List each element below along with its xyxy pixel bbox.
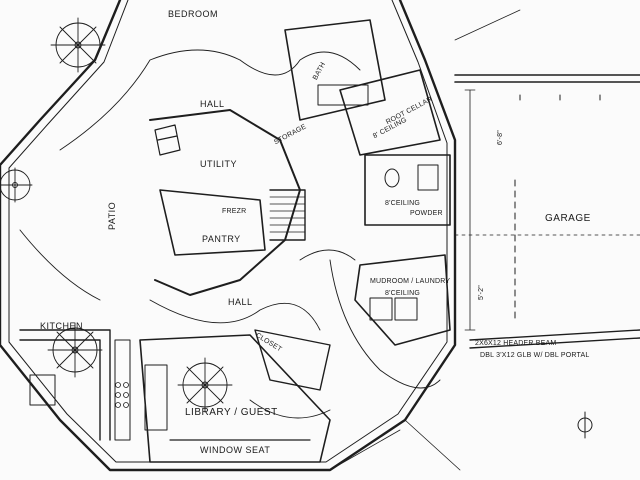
north-arrow-symbol (577, 411, 593, 439)
wiring-arc-5 (19, 229, 101, 301)
wiring-arc-2 (239, 51, 361, 76)
bathtub (317, 84, 369, 106)
closet-wall (254, 329, 331, 391)
utility-wall (149, 109, 301, 296)
room-label-freezer: FREZR (222, 208, 247, 215)
light-fixture-hall (0, 167, 33, 203)
light-fixture-kitchen (47, 322, 103, 378)
library-wall (139, 334, 331, 463)
room-label-patio: PATIO (107, 201, 117, 230)
room-label-mudroom: MUDROOM / LAUNDRY (370, 278, 451, 285)
kitchen-range (29, 374, 56, 406)
cellar-wall (339, 69, 441, 156)
room-label-hall-upper: HALL (200, 99, 225, 109)
wiring-arc-1 (59, 49, 241, 151)
room-label-big-ceiling: 8'CEILING (385, 200, 421, 207)
exterior-wall-octagon (0, 0, 457, 472)
light-fixture-patio (50, 17, 106, 73)
wiring-arc-7 (249, 399, 331, 419)
garage-slab-edge (469, 329, 640, 349)
toilet (384, 168, 400, 188)
chimney-hatch (154, 124, 181, 156)
room-label-mudroom-ceiling: 8'CEILING (385, 290, 421, 297)
light-fixture-library (177, 357, 233, 413)
note-header-beam: 2x6x12 HEADER BEAM (475, 340, 557, 347)
dim-line-bottom (329, 419, 461, 471)
room-label-utility: UTILITY (200, 159, 238, 169)
stair-treads (269, 196, 306, 233)
kitchen-cabinets (114, 339, 131, 441)
library-shelf (144, 364, 168, 431)
mudroom-wall (354, 254, 451, 346)
powder-wall (364, 154, 451, 226)
room-label-kitchen: KITCHEN (40, 321, 84, 331)
garage-door-line (519, 94, 601, 101)
room-label-bedroom: BEDROOM (168, 9, 219, 19)
vanity (417, 164, 439, 191)
wiring-arc-4 (329, 259, 441, 389)
bath-wall (284, 19, 386, 121)
washer (369, 297, 393, 321)
note-portal: DBL 3'X12 GLB W/ DBL PORTAL (480, 352, 590, 359)
dim-hall: 5'-2" (478, 285, 485, 300)
kitchen-counter (19, 329, 111, 441)
room-label-pantry: PANTRY (202, 234, 241, 244)
exterior-wall-inner-line (8, 0, 448, 463)
room-label-powder: POWDER (410, 210, 443, 217)
dim-line-right (464, 89, 476, 331)
dim-garage: 6'-8" (497, 130, 504, 145)
wiring-arc-3 (149, 299, 321, 331)
room-label-window-seat: WINDOW SEAT (200, 445, 271, 455)
room-label-hall-lower: HALL (228, 297, 253, 307)
room-label-library: LIBRARY / GUEST (185, 407, 278, 418)
stair-outline (269, 189, 306, 241)
garage-wall (454, 74, 640, 83)
dim-line-top (454, 9, 521, 41)
wiring-arc-6 (299, 249, 356, 261)
room-label-garage: GARAGE (545, 213, 591, 224)
dryer (394, 297, 418, 321)
pantry-wall (159, 189, 266, 256)
